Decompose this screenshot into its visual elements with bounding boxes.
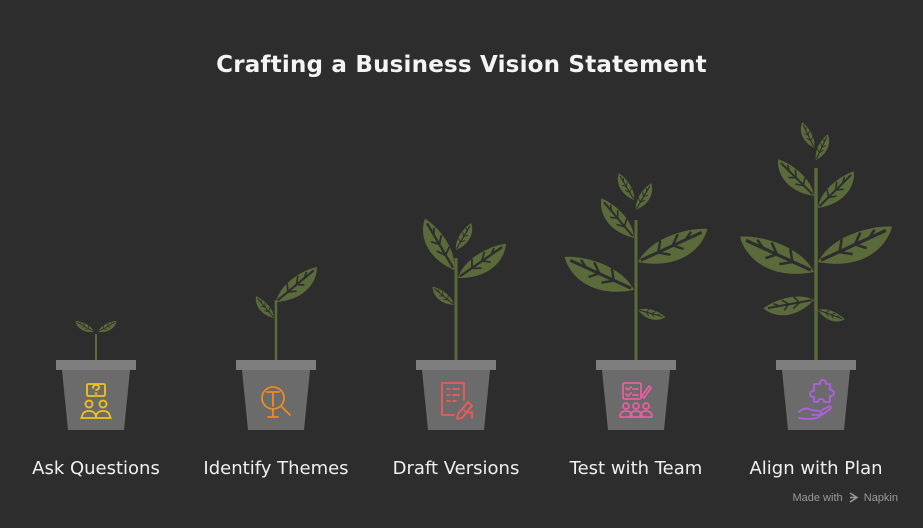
stage-label-align-with-plan: Align with Plan <box>749 458 883 479</box>
stage-label-identify-themes: Identify Themes <box>203 458 349 479</box>
napkin-brand-text: Napkin <box>863 492 898 504</box>
napkin-logo-icon <box>849 492 859 503</box>
stage-label-draft-versions: Draft Versions <box>392 458 520 479</box>
document-edit-icon <box>441 382 473 420</box>
page-title: Crafting a Business Vision Statement <box>216 52 707 78</box>
plant-stage-2 <box>236 265 326 430</box>
plant-stage-3 <box>410 218 514 430</box>
stage-label-test-with-team: Test with Team <box>569 458 703 479</box>
napkin-attribution[interactable]: Made with Napkin <box>792 492 898 504</box>
made-with-text: Made with <box>792 492 843 504</box>
plant-stage-1 <box>56 320 136 430</box>
team-checklist-icon <box>619 382 653 418</box>
plant-stage-5 <box>737 122 897 430</box>
question-people-icon <box>80 383 112 419</box>
stage-label-ask-questions: Ask Questions <box>32 458 160 479</box>
plant-stage-4 <box>562 173 712 430</box>
hand-puzzle-icon <box>798 379 835 420</box>
magnify-text-icon <box>261 386 291 418</box>
